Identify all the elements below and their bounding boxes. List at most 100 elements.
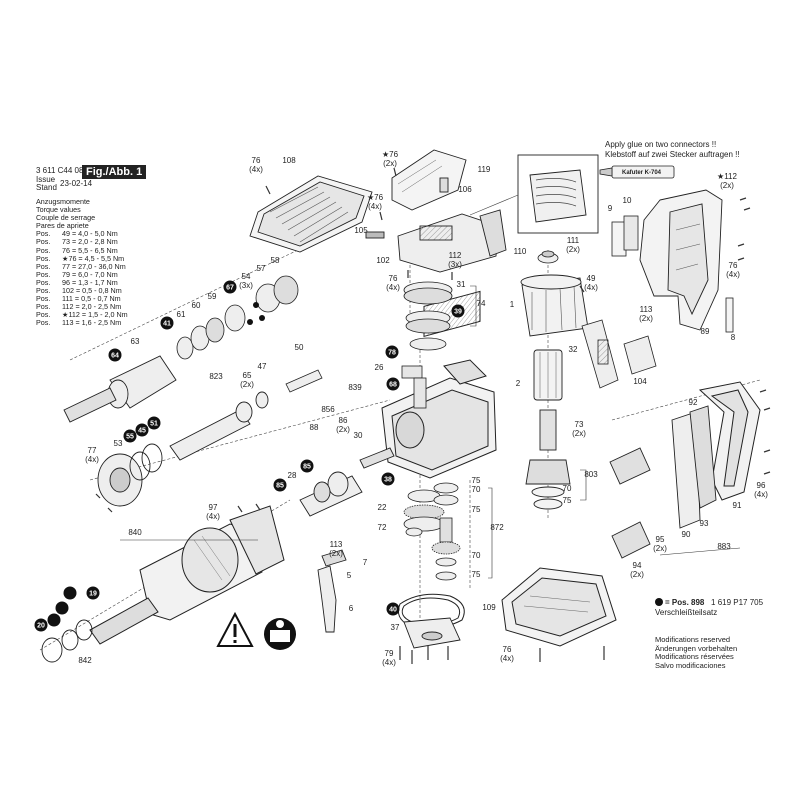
part-label: 86 xyxy=(339,416,348,425)
part-label: 59 xyxy=(208,292,217,301)
part-label: 76 xyxy=(729,261,738,270)
torque-row: Pos.★76 = 4,5 - 5,5 Nm xyxy=(36,254,128,263)
part-label: (2x) xyxy=(720,181,734,190)
part-label: 94 xyxy=(633,561,642,570)
part-label: 26 xyxy=(375,363,384,372)
part-label: (3x) xyxy=(448,260,462,269)
callout-circle xyxy=(223,280,237,294)
handle-92-93 xyxy=(671,405,717,529)
part-label: (4x) xyxy=(206,512,220,521)
part-label: 109 xyxy=(482,603,496,612)
torque-row-pos: Pos. xyxy=(36,261,51,271)
part-label: 93 xyxy=(700,519,709,528)
part-label: 88 xyxy=(310,423,319,432)
glue-tube-label: Kafuter K-704 xyxy=(622,170,662,176)
part-label: 104 xyxy=(633,377,647,386)
torque-row-pos: Pos. xyxy=(36,277,51,287)
part-label: (2x) xyxy=(566,245,580,254)
callout-number: 40 xyxy=(389,607,397,614)
part-label: 72 xyxy=(378,523,387,532)
wear-part-callout xyxy=(63,586,77,600)
legend-row: = Pos. 898 1 619 P17 705 xyxy=(655,598,763,608)
torque-row: Pos.49 = 4,0 - 5,0 Nm xyxy=(36,230,128,238)
part-label: 30 xyxy=(354,431,363,440)
torque-row-pos: Pos. xyxy=(36,302,51,312)
part-label: (2x) xyxy=(383,159,397,168)
part-label: (4x) xyxy=(500,654,514,663)
torque-row-pos: Pos. xyxy=(36,294,51,304)
part-label: 54 xyxy=(242,272,251,281)
mod-es: Salvo modificaciones xyxy=(655,660,726,670)
callout-number: 67 xyxy=(226,285,234,292)
wear-part-callout: 41 xyxy=(160,316,174,330)
gear-stack-74 xyxy=(403,281,453,351)
torque-title-fr: Couple de serrage xyxy=(36,213,96,223)
torque-row-value: 73 = 2,0 - 2,8 Nm xyxy=(62,237,118,247)
wear-part-callout: 55 xyxy=(123,429,137,443)
part-label: (2x) xyxy=(336,425,350,434)
part-label: 92 xyxy=(689,398,698,407)
cover-119 xyxy=(391,149,467,211)
wear-part-callout: 85 xyxy=(273,478,287,492)
rings-842 xyxy=(41,619,93,663)
torque-row: Pos.73 = 2,0 - 2,8 Nm xyxy=(36,238,128,246)
figure-label: Fig./Abb. 1 xyxy=(82,165,147,179)
part-label: (4x) xyxy=(584,283,598,292)
wear-part-callout: 51 xyxy=(147,416,161,430)
part-label: 113 xyxy=(330,540,343,549)
wear-part-callout xyxy=(47,613,61,627)
wear-part-callout: 40 xyxy=(386,602,400,616)
bracket-lines xyxy=(120,285,741,579)
strip-8 xyxy=(725,297,734,333)
part-label: 111 xyxy=(567,236,580,245)
balls-54 xyxy=(247,302,265,325)
mod-en: Modifications reserved xyxy=(655,635,731,644)
torque-row-pos: Pos. xyxy=(36,310,51,320)
torque-row-value: ★112 = 1,5 - 2,0 Nm xyxy=(62,310,128,320)
callout-circle xyxy=(47,613,61,627)
part-label: ★112 xyxy=(717,172,737,181)
ring-stack-57-61 xyxy=(176,275,299,360)
part-label: 105 xyxy=(354,226,368,235)
torque-row-value: 79 = 6,0 - 7,0 Nm xyxy=(62,269,118,279)
part-label: 73 xyxy=(575,420,584,429)
torque-row: Pos.79 = 6,0 - 7,0 Nm xyxy=(36,269,128,279)
wear-part-callout: 78 xyxy=(385,345,399,359)
part-label: 1 xyxy=(510,300,515,309)
torque-row-pos: Pos. xyxy=(36,229,51,239)
doc-number: 3 611 C44 080 xyxy=(36,166,88,175)
part-label: 60 xyxy=(192,301,201,310)
handle-cover-91 xyxy=(698,381,761,501)
part-label: 5 xyxy=(347,571,352,580)
part-label: 10 xyxy=(623,196,632,205)
screws xyxy=(95,167,771,664)
part-label: 74 xyxy=(477,299,486,308)
part-label: 70 xyxy=(563,484,572,493)
part-label: 53 xyxy=(114,439,123,448)
gear-train-872 xyxy=(403,482,461,581)
torque-row: Pos.112 = 2,0 - 2,5 Nm xyxy=(36,303,128,311)
part-label: 2 xyxy=(516,379,521,388)
torque-row: Pos.113 = 1,6 - 2,5 Nm xyxy=(36,319,128,327)
part-label: 110 xyxy=(514,247,527,256)
part-label: 102 xyxy=(376,256,390,265)
part-label: 31 xyxy=(457,280,466,289)
callout-circle xyxy=(123,429,137,443)
callout-circle xyxy=(108,348,122,362)
stand-label: Stand xyxy=(36,183,57,192)
callout-circle xyxy=(86,586,100,600)
callout-number: 85 xyxy=(276,483,284,490)
callout-circle xyxy=(451,304,465,318)
part-label: 97 xyxy=(209,503,218,512)
armature-2 xyxy=(525,349,571,510)
part-label: 61 xyxy=(177,310,186,319)
part-label: 49 xyxy=(587,274,596,283)
part-label: 106 xyxy=(458,185,472,194)
issue-date: 23-02-14 xyxy=(60,179,93,188)
part-label: 119 xyxy=(478,165,491,174)
callout-circle xyxy=(300,459,314,473)
torque-row-pos: Pos. xyxy=(36,245,51,255)
wear-part-callout: 20 xyxy=(34,618,48,632)
callout-circle xyxy=(160,316,174,330)
